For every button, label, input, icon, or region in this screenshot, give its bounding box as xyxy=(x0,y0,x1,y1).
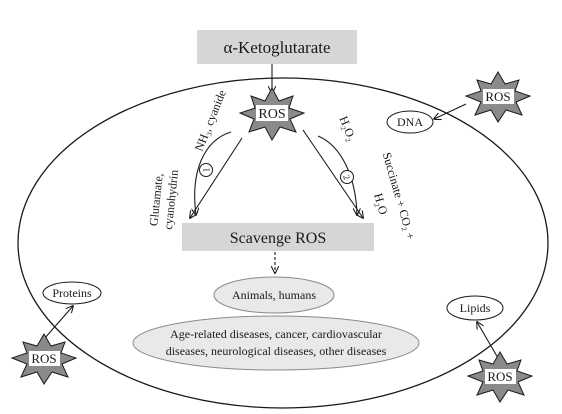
lipids-label: Lipids xyxy=(460,301,491,315)
reaction2-curve xyxy=(317,135,357,215)
dna-target: DNA xyxy=(386,110,434,134)
diseases-line2: diseases, neurological diseases, other d… xyxy=(166,344,387,358)
reaction1-arrow xyxy=(190,137,243,218)
ros-to-proteins-arrow xyxy=(43,306,73,340)
center-ros-label: ROS xyxy=(258,107,285,122)
cell-boundary xyxy=(17,77,549,409)
reaction1-products-line1: Glutamate, xyxy=(146,173,165,227)
reaction2-products-line2: H₂O xyxy=(371,192,390,217)
alpha-ketoglutarate-label: α-Ketoglutarate xyxy=(223,38,330,57)
reaction1-number-circle xyxy=(199,163,213,177)
ros-starburst-top-right: ROS xyxy=(464,71,532,123)
ros-label-bottom-right: ROS xyxy=(487,369,512,384)
reaction2-number-circle xyxy=(340,170,354,184)
proteins-label: Proteins xyxy=(52,286,92,300)
reaction2-arrow xyxy=(302,129,363,218)
scavenge-ros-label: Scavenge ROS xyxy=(230,230,326,247)
reaction1-reactants: NH₃, cyanide xyxy=(192,88,229,153)
diseases-line1: Age-related diseases, cancer, cardiovasc… xyxy=(170,327,382,341)
ros-label-top-right: ROS xyxy=(485,89,510,104)
ros-starburst-bottom-left: ROS xyxy=(10,333,78,385)
proteins-target: Proteins xyxy=(42,281,102,305)
scavenge-ros-box: Scavenge ROS xyxy=(182,223,374,251)
alpha-ketoglutarate-box: α-Ketoglutarate xyxy=(197,30,357,64)
reaction1-products-line2: cyanohydrin xyxy=(161,169,181,230)
dna-label: DNA xyxy=(397,115,423,129)
center-ros-starburst: ROS xyxy=(238,86,306,142)
animals-humans-label: Animals, humans xyxy=(232,288,316,302)
reaction2-number: 2 xyxy=(341,173,352,181)
reaction1-curve xyxy=(195,131,232,215)
reaction2-reactant: H₂O₂ xyxy=(336,114,359,143)
reaction1-number: 1 xyxy=(202,168,212,173)
ros-label-bottom-left: ROS xyxy=(31,351,56,366)
ros-to-dna-arrow xyxy=(434,103,467,119)
diseases-oval: Age-related diseases, cancer, cardiovasc… xyxy=(132,315,420,371)
ros-to-lipids-arrow xyxy=(477,322,499,359)
lipids-target: Lipids xyxy=(446,295,504,321)
animals-humans-oval: Animals, humans xyxy=(213,276,335,314)
ros-starburst-bottom-right: ROS xyxy=(466,351,534,403)
